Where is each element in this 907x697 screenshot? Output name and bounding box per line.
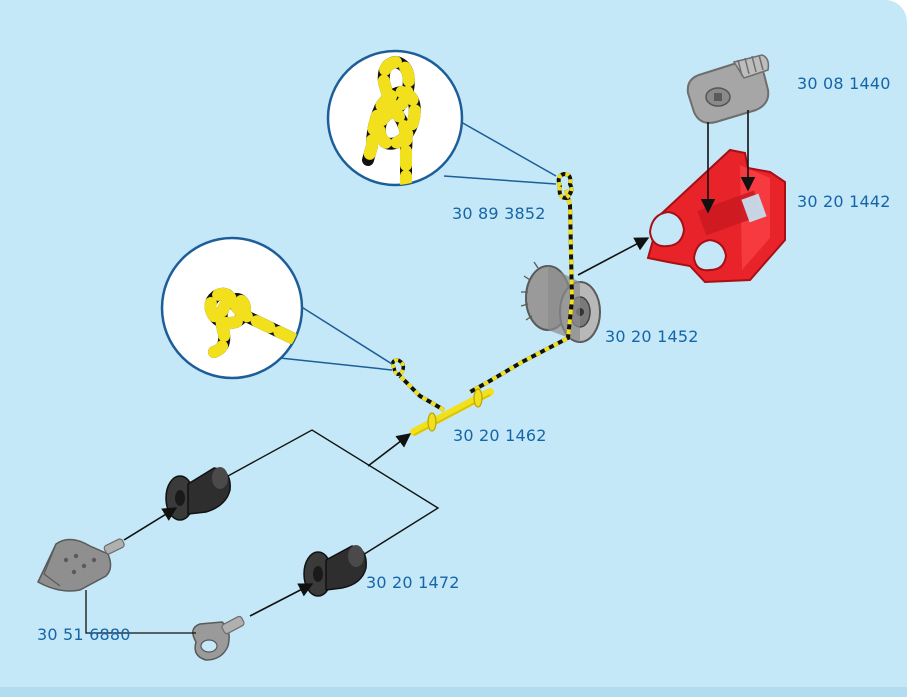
part-code-knot: 30 89 3852 — [452, 204, 546, 223]
part-code-gear-housing: 30 08 1440 — [797, 74, 891, 93]
small-knot-left-icon — [390, 358, 406, 376]
gear-housing-icon — [686, 54, 770, 124]
knot-magnifier-left — [160, 236, 304, 380]
bushing-icon — [165, 467, 231, 521]
part-code-axle: 30 20 1462 — [453, 426, 547, 445]
part-code-bushings: 30 20 1472 — [366, 573, 460, 592]
knot-magnifier — [326, 49, 464, 187]
part-code-pulley: 30 20 1452 — [605, 327, 699, 346]
red-frame-icon — [646, 148, 786, 284]
bottom-band — [0, 687, 907, 697]
clip-icon — [192, 615, 245, 661]
arrowhead-icon — [37, 538, 125, 592]
pulley-icon — [520, 261, 601, 343]
part-code-red-frame: 30 20 1442 — [797, 192, 891, 211]
part-code-arrowhead-clip: 30 51 6880 — [37, 625, 131, 644]
knot-icon — [556, 171, 574, 201]
axle-icon — [410, 388, 494, 436]
bushing-icon-2 — [303, 545, 367, 597]
